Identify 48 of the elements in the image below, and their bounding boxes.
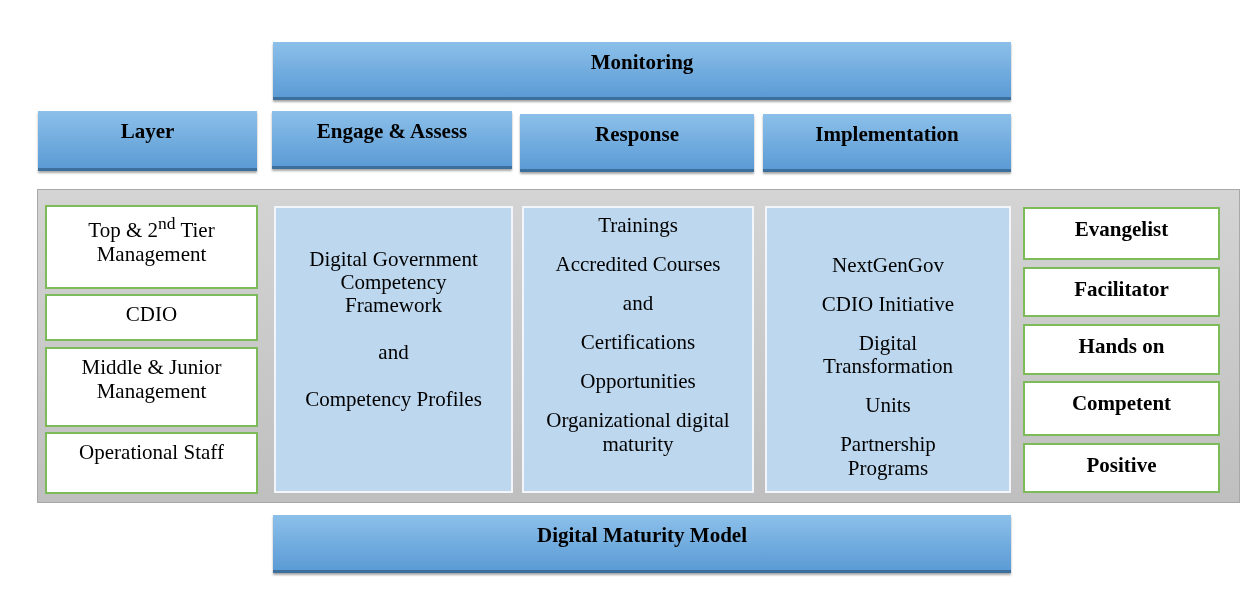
header-bar: [273, 515, 1011, 573]
node-text: Positive: [1086, 453, 1157, 478]
node-text: Hands on: [1078, 334, 1165, 359]
node-text: Top & 2$^{nd}$ Tier Management: [87, 213, 216, 267]
header-bar: [520, 114, 754, 172]
node-text: Opportunities: [580, 370, 696, 394]
node-text: and: [622, 292, 654, 316]
node-text: Engage & Assess: [316, 119, 468, 144]
node-text: Digital Transformation: [822, 332, 954, 379]
level-box: [1023, 443, 1220, 493]
node-text: Partnership Programs: [839, 433, 937, 480]
node-text: Operational Staff: [79, 440, 224, 465]
panel-background: [37, 189, 1240, 503]
node-text: Monitoring: [590, 50, 694, 75]
node-text: Evangelist: [1074, 217, 1169, 242]
header-bar: [38, 111, 257, 171]
level-box: [1023, 207, 1220, 260]
node-text: Digital Maturity Model: [537, 523, 747, 548]
header-bar: [273, 42, 1011, 100]
node-text: Facilitator: [1074, 277, 1169, 302]
node-text: Response: [595, 122, 679, 147]
node-text: Digital Government Competency Framework: [308, 247, 479, 318]
node-text: CDIO: [125, 302, 178, 327]
level-box: [45, 205, 258, 289]
node-text: Competency Profiles: [305, 388, 482, 412]
level-box: [1023, 267, 1220, 317]
node-text: and: [378, 341, 409, 365]
level-box: [45, 294, 258, 341]
node-text: Units: [865, 394, 911, 418]
node-text: Competent: [1071, 391, 1172, 416]
node-text: Layer: [120, 119, 175, 144]
level-box: [45, 347, 258, 427]
node-text: Middle & Junior Management: [80, 355, 223, 404]
node-text: Certifications: [580, 331, 696, 355]
node-text: Organizational digital maturity: [545, 409, 731, 456]
header-bar: [272, 111, 512, 169]
node-text: Accredited Courses: [555, 253, 721, 277]
column-panel: [274, 206, 513, 493]
level-box: [1023, 381, 1220, 436]
header-bar: [763, 114, 1011, 172]
node-text: Trainings: [598, 214, 678, 238]
column-panel: [522, 206, 754, 493]
node-text: NextGenGov: [832, 254, 944, 278]
level-box: [1023, 324, 1220, 375]
node-text: CDIO Initiative: [821, 293, 955, 317]
node-text: Implementation: [815, 122, 959, 147]
level-box: [45, 432, 258, 494]
column-panel: [765, 206, 1011, 493]
